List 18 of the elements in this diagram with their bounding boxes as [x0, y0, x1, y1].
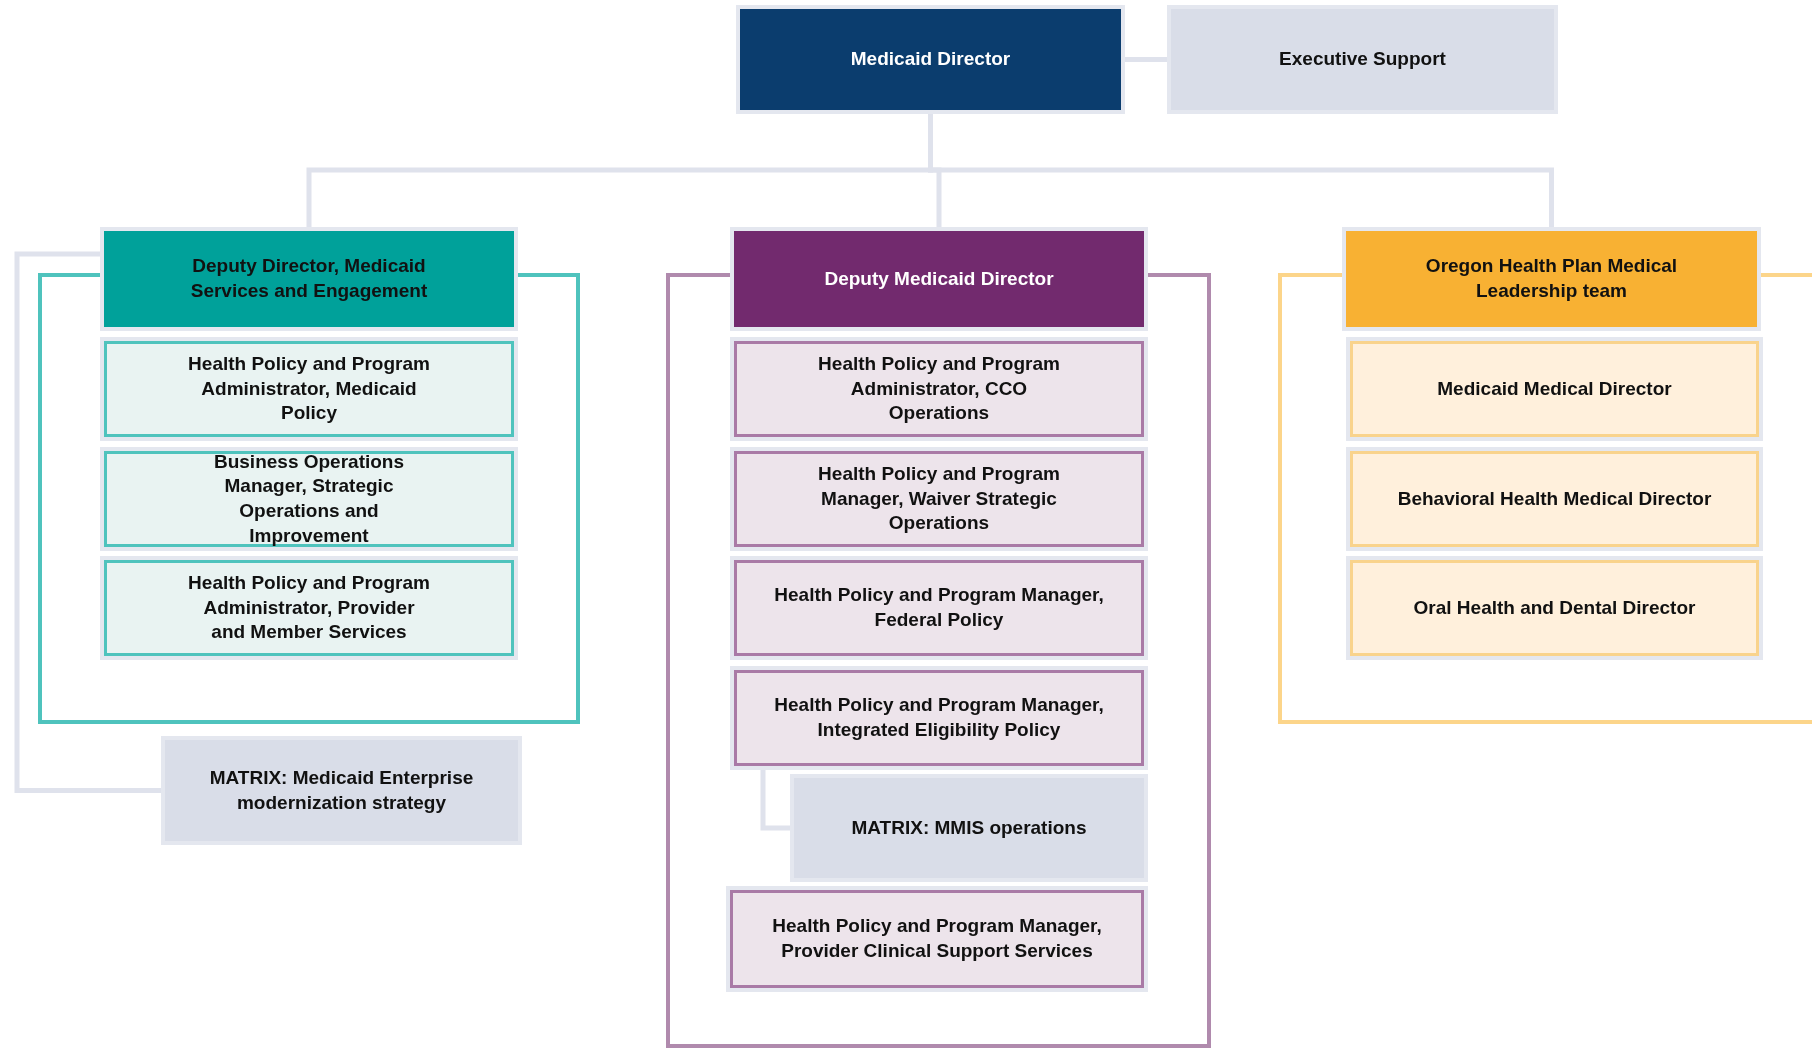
- position-title: MATRIX: MMIS operations: [851, 815, 1087, 840]
- position-title: MATRIX: Medicaid Enterprise modernization strategy: [208, 765, 475, 815]
- position-title: Health Policy and Program Manager, Waiver Strategic Operations: [817, 461, 1061, 536]
- position-title: Health Policy and Program Administrator, Provider and Member Services: [187, 570, 431, 645]
- position-title: Health Policy and Program Manager, Provider Clinical Support Services: [771, 914, 1103, 963]
- position-title: Health Policy and Program Manager, Federal Policy: [773, 583, 1105, 632]
- position-title: Deputy Medicaid Director: [823, 266, 1055, 291]
- position-title: Health Policy and Program Manager, Integrated Eligibility Policy: [773, 693, 1105, 742]
- position-title: Medicaid Medical Director: [1437, 376, 1672, 401]
- position-title: Behavioral Health Medical Director: [1397, 486, 1712, 511]
- position-title: Oregon Health Plan Medical Leadership team: [1424, 254, 1679, 303]
- position-title: Executive Support: [1279, 47, 1446, 72]
- position-title: Health Policy and Program Administrator, CCO Operations: [817, 351, 1061, 426]
- position-title: Health Policy and Program Administrator, Medicaid Policy: [187, 351, 431, 426]
- position-title: Deputy Director, Medicaid Services and Engagement: [189, 254, 429, 303]
- position-title: Business Operations Manager, Strategic Operations and Improvement: [212, 449, 406, 548]
- position-title: Medicaid Director: [849, 47, 1012, 72]
- position-title: Oral Health and Dental Director: [1413, 595, 1696, 620]
